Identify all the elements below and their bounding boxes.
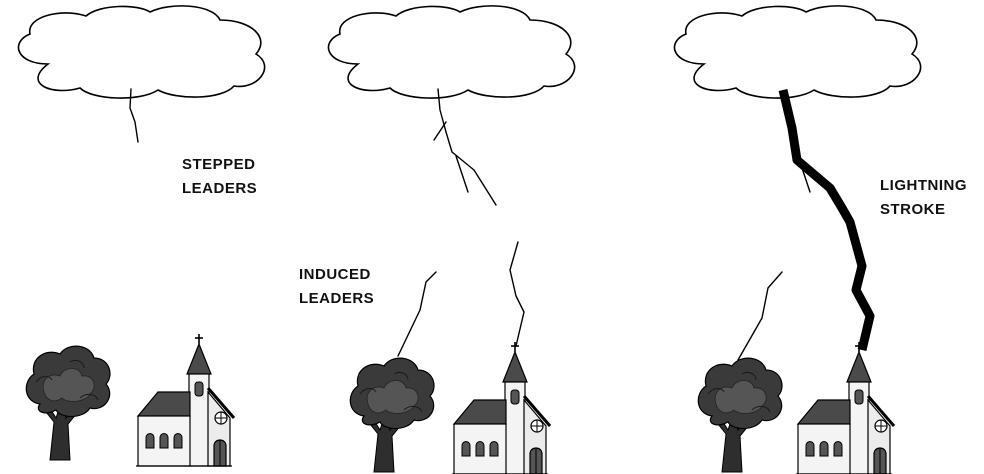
lightning-stroke-bolt: [778, 88, 875, 352]
panel-stepped-leaders: STEPPED LEADERS: [17, 5, 266, 468]
induced-leader-church: [509, 241, 525, 347]
panel-lightning-stroke: LIGHTNING STROKE: [673, 5, 967, 474]
cloud-icon: [673, 5, 922, 99]
stepped-label-line1: STEPPED: [182, 156, 256, 173]
induced-label-line2: LEADERS: [299, 290, 374, 307]
panel-induced-leaders: INDUCED LEADERS: [299, 5, 576, 474]
church-icon: [794, 340, 896, 474]
tree-icon: [349, 357, 435, 473]
church-icon: [450, 340, 552, 474]
stroke-label-line2: STROKE: [880, 201, 946, 218]
stepped-leader-bolt: [129, 88, 139, 143]
tree-icon: [25, 345, 111, 461]
church-icon: [134, 332, 236, 468]
stepped-label-line2: LEADERS: [182, 180, 257, 197]
stepped-leader-bolt: [433, 88, 497, 206]
stroke-label-line1: LIGHTNING: [880, 177, 967, 194]
induced-leader-tree: [397, 271, 437, 357]
stepped-leader-branch: [799, 161, 811, 193]
induced-leader-tree: [737, 271, 783, 361]
tree-icon: [697, 357, 783, 473]
cloud-icon: [327, 5, 576, 99]
induced-label-line1: INDUCED: [299, 266, 371, 283]
cloud-icon: [17, 5, 266, 99]
